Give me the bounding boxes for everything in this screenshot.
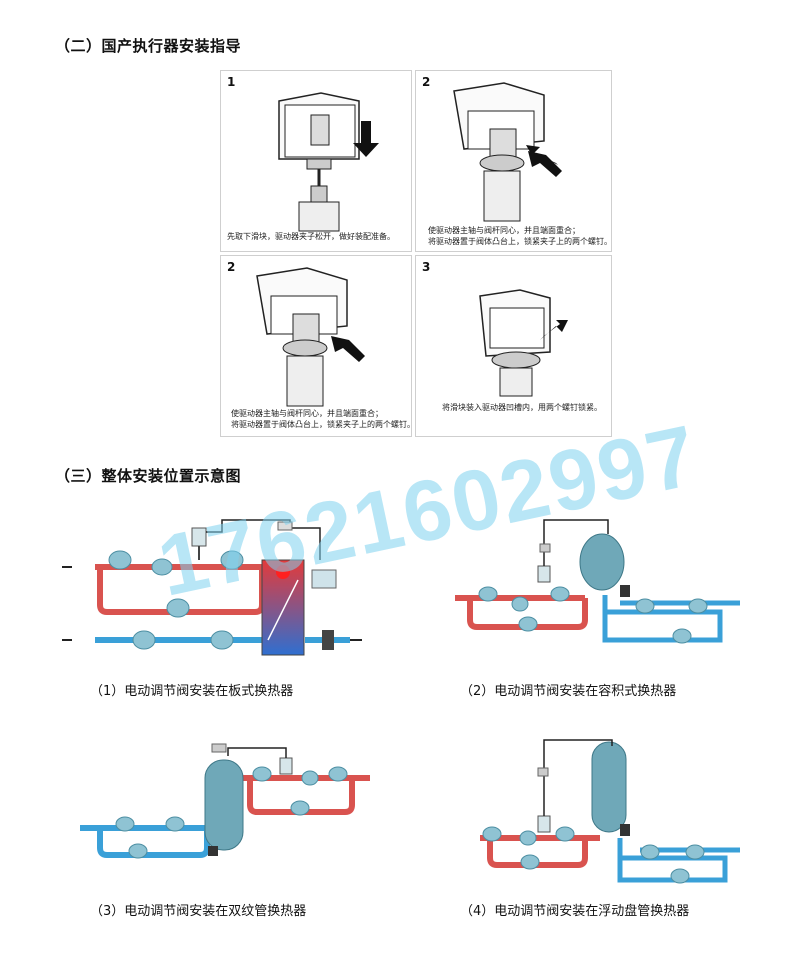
actuator-illustration-1 [278, 92, 379, 232]
caption-floating-coil-heat-exchanger: （4）电动调节阀安装在浮动盘管换热器 [460, 904, 690, 919]
caption-volumetric-heat-exchanger: （2）电动调节阀安装在容积式换热器 [460, 684, 677, 699]
step-description: 将滑块装入驱动器凹槽内，用两个螺钉锁紧。 [442, 403, 602, 412]
step-number: 2 [422, 75, 431, 89]
step-panel-3: 3 将滑块装入驱动器凹槽内，用两个螺钉锁紧。 [415, 255, 612, 437]
step-description: 先取下滑块，驱动器夹子松开，做好装配准备。 [227, 232, 395, 241]
step-panel-1: 1 先取下滑块，驱动器夹子松开，做好装配准备。 [220, 70, 412, 252]
section-title-installation-guide: （二）国产执行器安装指导 [55, 37, 242, 55]
actuator-illustration-2a [453, 82, 562, 222]
step-description: 使驱动器主轴与阀杆同心，并且端面重合； 将驱动器置于阀体凸台上，锁紧夹子上的两个… [231, 409, 415, 429]
step-number: 1 [227, 75, 236, 89]
actuator-illustration-2b [256, 267, 365, 407]
actuator-illustration-3 [479, 289, 568, 397]
step-panel-2a: 2 使驱动器主轴与阀杆同心，并且端面重合； 将驱动器置于阀体凸台上，锁紧夹子上的… [415, 70, 612, 252]
step-number: 3 [422, 260, 431, 274]
section-title-overall-installation: （三）整体安装位置示意图 [55, 467, 242, 485]
step-panel-2b: 2 使驱动器主轴与阀杆同心，并且端面重合； 将驱动器置于阀体凸台上，锁紧夹子上的… [220, 255, 415, 437]
step-description: 使驱动器主轴与阀杆同心，并且端面重合； 将驱动器置于阀体凸台上，锁紧夹子上的两个… [428, 226, 612, 246]
caption-corrugated-tube-heat-exchanger: （3）电动调节阀安装在双纹管换热器 [90, 904, 307, 919]
caption-plate-heat-exchanger: （1）电动调节阀安装在板式换热器 [90, 684, 294, 699]
step-number: 2 [227, 260, 236, 274]
